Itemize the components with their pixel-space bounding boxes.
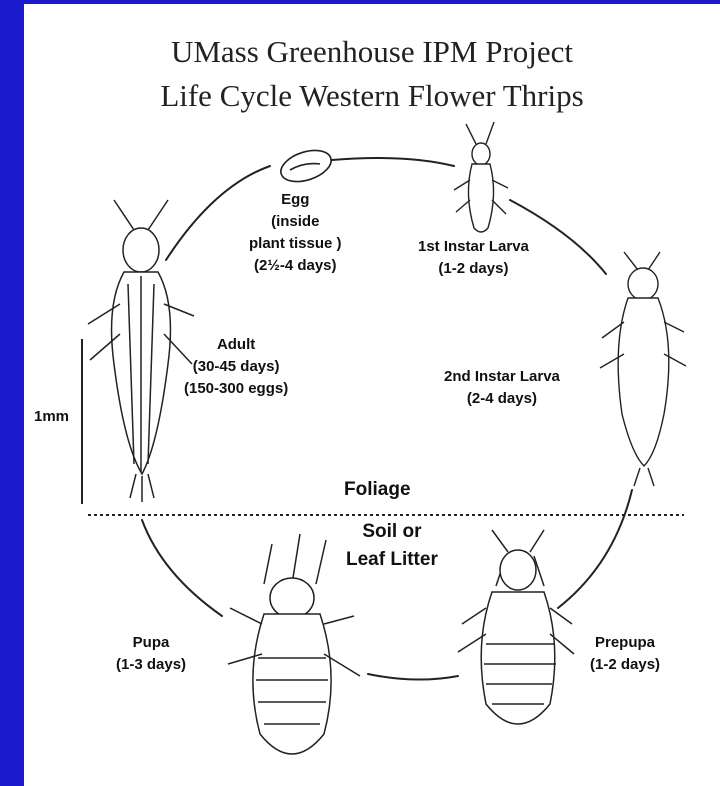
larva1-illustration <box>454 122 508 232</box>
foliage-label: Foliage <box>344 476 411 504</box>
larva1-label-line: 1st Instar Larva <box>418 236 529 258</box>
cycle-arc-egg-larva1 <box>332 158 454 166</box>
larva2-label-line: (2-4 days) <box>444 388 560 410</box>
pupa-label: Pupa (1-3 days) <box>116 632 186 676</box>
scale-label: 1mm <box>34 406 69 428</box>
adult-label-line: (30-45 days) <box>184 356 288 378</box>
cycle-arc-prepupa-pupa <box>368 674 458 680</box>
larva1-label: 1st Instar Larva (1-2 days) <box>418 236 529 280</box>
diagram-panel: UMass Greenhouse IPM Project Life Cycle … <box>24 4 720 786</box>
egg-label-line: Egg <box>249 189 342 211</box>
larva1-label-line: (1-2 days) <box>418 258 529 280</box>
egg-label: Egg (inside plant tissue ) (2½-4 days) <box>249 189 342 277</box>
egg-label-line: plant tissue ) <box>249 233 342 255</box>
pupa-illustration <box>228 534 360 754</box>
egg-label-line: (2½-4 days) <box>249 255 342 277</box>
adult-label-line: Adult <box>184 334 288 356</box>
egg-illustration <box>277 145 335 188</box>
adult-illustration <box>88 200 194 502</box>
soil-label: Soil or Leaf Litter <box>346 518 438 574</box>
larva2-label: 2nd Instar Larva (2-4 days) <box>444 366 560 410</box>
larva2-label-line: 2nd Instar Larva <box>444 366 560 388</box>
pupa-label-line: Pupa <box>116 632 186 654</box>
prepupa-illustration <box>458 530 574 724</box>
larva2-illustration <box>600 252 686 486</box>
adult-label: Adult (30-45 days) (150-300 eggs) <box>184 334 288 400</box>
prepupa-label: Prepupa (1-2 days) <box>590 632 660 676</box>
soil-label-line: Soil or <box>346 518 438 546</box>
egg-label-line: (inside <box>249 211 342 233</box>
soil-label-line: Leaf Litter <box>346 546 438 574</box>
prepupa-label-line: (1-2 days) <box>590 654 660 676</box>
cycle-arc-pupa-adult <box>142 520 222 616</box>
prepupa-label-line: Prepupa <box>590 632 660 654</box>
pupa-label-line: (1-3 days) <box>116 654 186 676</box>
adult-label-line: (150-300 eggs) <box>184 378 288 400</box>
cycle-arc-larva2-prepupa <box>558 490 632 608</box>
